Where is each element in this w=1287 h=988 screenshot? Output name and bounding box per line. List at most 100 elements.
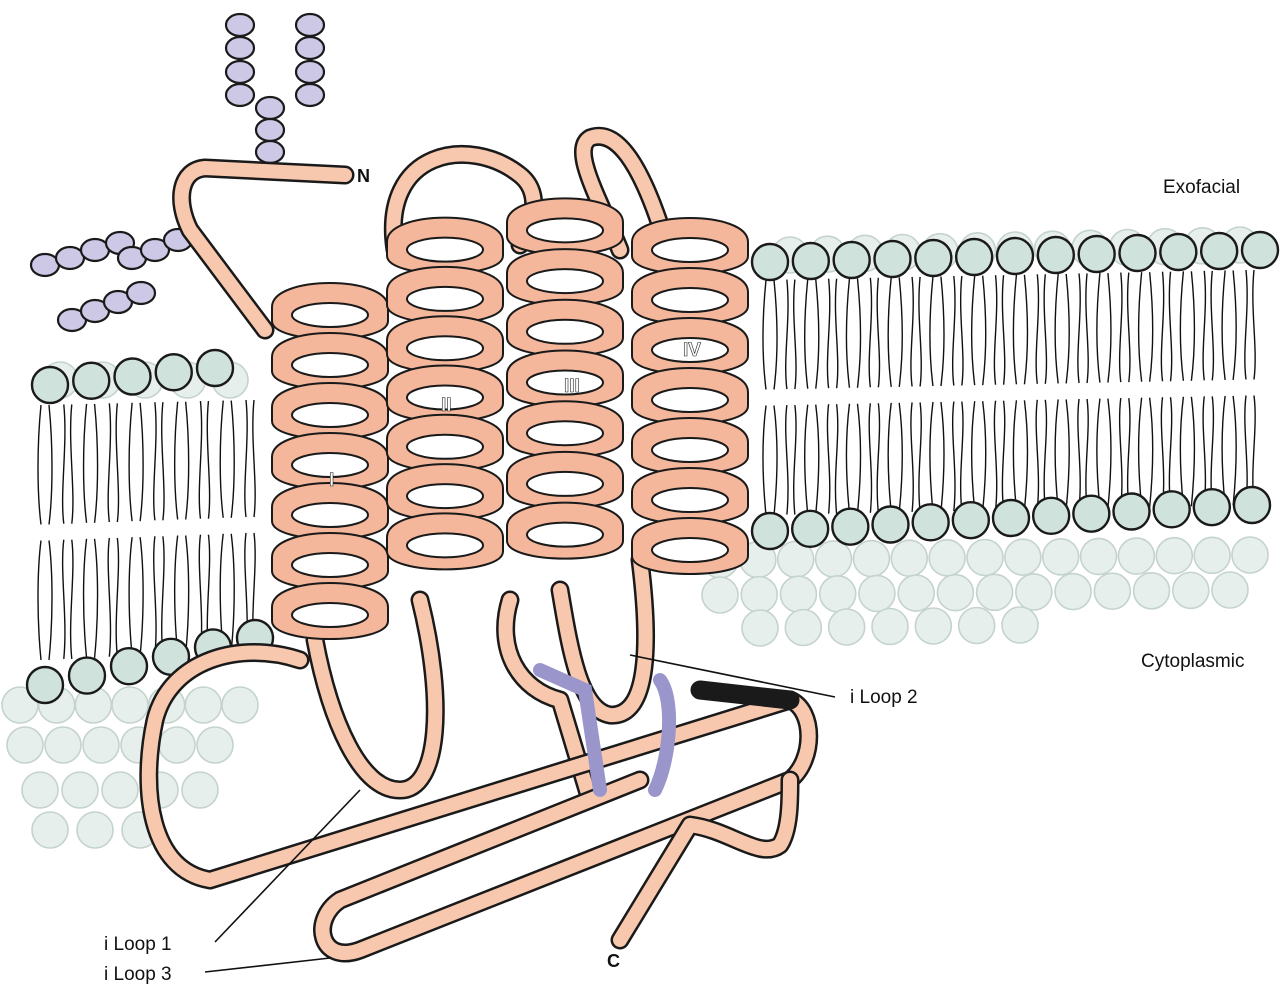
helix-iv-label: IV <box>683 340 701 361</box>
lipid-head <box>993 500 1029 536</box>
lipid-head-back <box>112 687 148 723</box>
lipid-tail-upper <box>1203 271 1213 381</box>
lipid-tail-lower <box>129 537 143 655</box>
lipid-tail-upper <box>1120 273 1130 383</box>
glycan-sugar <box>127 282 155 304</box>
lipid-head-back <box>785 610 821 646</box>
lipid-head <box>752 244 788 280</box>
lipid-tail-upper <box>888 277 902 387</box>
lipid-head-back <box>1134 573 1170 609</box>
lipid-head-back <box>859 575 895 611</box>
lipid-head-back <box>872 609 908 645</box>
lipid-tail-lower <box>972 401 986 511</box>
lipid-head-back <box>820 576 856 612</box>
lipid-tail-lower <box>930 402 944 512</box>
lipid-tail-upper <box>1245 270 1255 380</box>
lipid-tail-lower <box>1013 400 1027 510</box>
lipid-tail-upper <box>827 279 837 389</box>
lipid-head-back <box>741 577 777 613</box>
lipid-head <box>73 363 109 399</box>
helix-turn-lumen <box>407 336 483 360</box>
lipid-head-back <box>1016 574 1052 610</box>
glycan-sugar <box>226 61 254 83</box>
lipid-head <box>752 513 788 549</box>
lipid-head-back <box>915 608 951 644</box>
lipid-head-back <box>185 687 221 723</box>
lipid-tail-upper <box>38 405 52 525</box>
lipid-tail-upper <box>786 280 796 390</box>
lipid-head-back <box>929 540 965 576</box>
lipid-head-back <box>967 540 1003 576</box>
lipid-head <box>111 648 147 684</box>
lipid-tail-lower <box>994 401 1004 511</box>
lipid-head-back <box>62 772 98 808</box>
lipid-tail-lower <box>888 403 902 513</box>
lipid-head <box>1194 489 1230 525</box>
lipid-tail-upper <box>1139 272 1153 382</box>
helix-turn-lumen <box>652 438 728 462</box>
lipid-head <box>1038 237 1074 273</box>
glycan-sugar <box>296 14 324 36</box>
lipid-tail-lower <box>1078 399 1088 509</box>
lipid-tail-lower <box>869 403 879 513</box>
lipid-head <box>1154 491 1190 527</box>
i-loop-1-label: i Loop 1 <box>104 934 172 955</box>
lipid-tail-lower <box>38 541 52 661</box>
helix-turn-lumen <box>652 388 728 412</box>
lipid-tail-upper <box>84 404 98 523</box>
i-loop-3-label: i Loop 3 <box>104 964 172 985</box>
lipid-head-back <box>702 577 738 613</box>
lipid-head <box>32 367 68 403</box>
lipid-head <box>832 509 868 545</box>
helix-turn-lumen <box>407 533 483 557</box>
lipid-tail-upper <box>805 279 819 389</box>
lipid-head-back <box>182 772 218 808</box>
glycan-sugar <box>296 84 324 106</box>
lipid-head-back <box>1156 538 1192 574</box>
cytoplasmic-label: Cytoplasmic <box>1141 651 1244 672</box>
lipid-tail-lower <box>175 536 189 654</box>
exofacial-label: Exofacial <box>1163 177 1240 198</box>
lipid-head <box>1114 494 1150 530</box>
lipid-head <box>873 507 909 543</box>
lipid-head-back <box>1232 537 1268 573</box>
lipid-head <box>915 240 951 276</box>
lipid-tail-lower <box>953 402 963 512</box>
lipid-tail-upper <box>1013 275 1027 385</box>
lipid-head <box>997 238 1033 274</box>
glycan-sugar <box>226 14 254 36</box>
glycan-sugar <box>296 37 324 59</box>
helix-turn-lumen <box>527 320 603 344</box>
lipid-tail-upper <box>911 277 921 387</box>
lipid-head-back <box>780 576 816 612</box>
lipid-head-back <box>1043 539 1079 575</box>
lipid-tail-upper <box>220 401 234 518</box>
lipid-head-back <box>1081 538 1117 574</box>
lipid-head-back <box>83 727 119 763</box>
glycan-sugar <box>296 61 324 83</box>
lipid-head-back <box>32 812 68 848</box>
lipid-tail-lower <box>786 405 796 515</box>
lipid-head <box>792 511 828 547</box>
lipid-tail-lower <box>763 406 777 516</box>
lipid-head <box>1079 236 1115 272</box>
c-terminus-label: C <box>607 951 620 971</box>
lipid-tail-upper <box>846 278 860 388</box>
lipid-tail-upper <box>245 400 255 517</box>
glycan-sugar <box>31 254 59 276</box>
lipid-head <box>197 350 233 386</box>
lipid-head-back <box>829 609 865 645</box>
lipid-head-back <box>959 608 995 644</box>
helix-turn-lumen <box>527 269 603 293</box>
helix-turn-lumen <box>652 238 728 262</box>
lipid-tail-lower <box>846 404 860 514</box>
lipid-head-back <box>102 772 138 808</box>
glycan-sugar <box>256 119 284 141</box>
helix-turn-lumen <box>527 421 603 445</box>
lipid-tail-lower <box>108 538 118 657</box>
glycan-sugar <box>81 239 109 261</box>
lipid-head-back <box>816 541 852 577</box>
lipid-head <box>793 243 829 279</box>
lipid-tail-upper <box>108 403 118 522</box>
helix-turn-lumen <box>407 287 483 311</box>
